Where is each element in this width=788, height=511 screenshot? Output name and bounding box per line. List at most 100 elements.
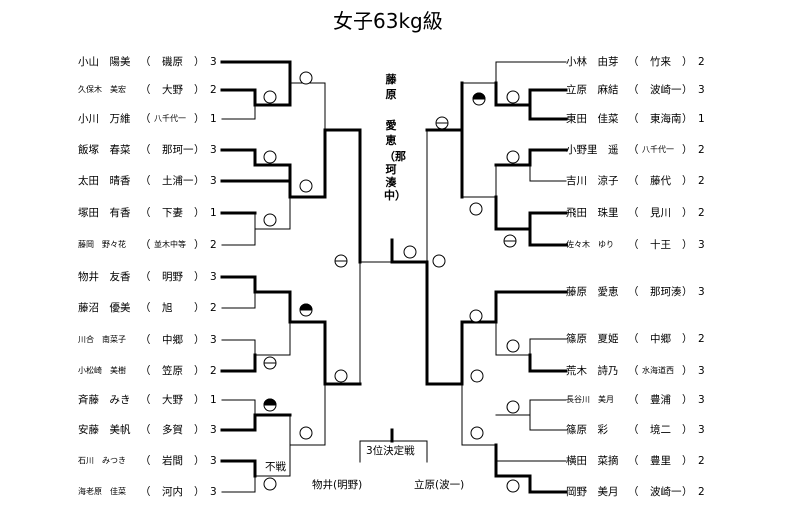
win-ippon-mark (263, 150, 277, 164)
player-score: 3 (210, 424, 217, 436)
player-score: 2 (210, 84, 217, 96)
club-open-paren: （ (140, 271, 151, 283)
player-name: 吉川 涼子 (566, 175, 619, 187)
player-score: 3 (698, 394, 705, 406)
club-close-paren: ） (682, 333, 693, 345)
club-open-paren: （ (140, 455, 151, 467)
club-open-paren: （ (628, 333, 639, 345)
player-score: 1 (210, 113, 217, 125)
player-name: 飛田 珠里 (566, 207, 619, 219)
player-name: 石川 みつき (78, 456, 126, 465)
club-close-paren: ） (194, 334, 205, 346)
club-close-paren: ） (682, 239, 693, 251)
club-open-paren: （ (140, 113, 151, 125)
player-score: 3 (698, 286, 705, 298)
club-close-paren: ） (194, 424, 205, 436)
club-open-paren: （ (628, 394, 639, 406)
player-name: 横田 菜摘 (566, 455, 619, 467)
club-close-paren: ） (194, 302, 205, 314)
player-club: 豊浦 (650, 394, 671, 406)
player-club: 水海道西 (642, 366, 674, 375)
win-ippon-mark (263, 213, 277, 227)
third-place-right: 立原(波一) (414, 479, 465, 491)
player-club: 大野 (162, 394, 183, 406)
club-open-paren: （ (140, 144, 151, 156)
forfeit-label: 不戦 (265, 461, 286, 473)
player-score: 3 (210, 175, 217, 187)
club-open-paren: （ (628, 113, 639, 125)
player-club: 下妻 (162, 207, 183, 219)
player-score: 1 (210, 207, 217, 219)
player-name: 太田 晴香 (78, 175, 131, 187)
win-ippon-mark (469, 309, 483, 323)
player-score: 2 (698, 207, 705, 219)
player-score: 3 (210, 486, 217, 498)
win-ippon-mark (506, 150, 520, 164)
champion-club: （那珂湊中） (384, 150, 406, 202)
win-ippon-mark (469, 202, 483, 216)
player-name: 小山 陽美 (78, 56, 131, 68)
player-name: 東田 佳菜 (566, 113, 619, 125)
champion-given: 愛恵 (385, 119, 397, 147)
club-open-paren: （ (140, 239, 151, 251)
player-club: 笠原 (162, 365, 183, 377)
club-close-paren: ） (194, 175, 205, 187)
player-club: 並木中等 (154, 240, 186, 249)
player-name: 海老原 佳菜 (78, 487, 126, 496)
player-club: 土浦一 (162, 175, 194, 187)
club-close-paren: ） (194, 394, 205, 406)
club-open-paren: （ (140, 486, 151, 498)
player-name: 篠原 夏姫 (566, 333, 619, 345)
club-open-paren: （ (140, 365, 151, 377)
player-club: 八千代一 (154, 114, 186, 123)
player-club: 河内 (162, 486, 183, 498)
club-open-paren: （ (140, 302, 151, 314)
club-close-paren: ） (194, 113, 205, 125)
win-ippon-mark (506, 400, 520, 414)
club-open-paren: （ (628, 424, 639, 436)
club-open-paren: （ (628, 56, 639, 68)
player-score: 2 (698, 486, 705, 498)
player-name: 長谷川 美月 (566, 395, 614, 404)
player-club: 磯原 (162, 56, 183, 68)
club-open-paren: （ (140, 207, 151, 219)
club-open-paren: （ (140, 56, 151, 68)
player-name: 藤原 愛恵 (566, 286, 619, 298)
win-half-fill (472, 92, 486, 100)
player-score: 3 (698, 239, 705, 251)
win-ippon-mark (506, 479, 520, 493)
player-score: 3 (698, 84, 705, 96)
player-club: 旭 (162, 302, 173, 314)
club-close-paren: ） (194, 56, 205, 68)
club-open-paren: （ (628, 144, 639, 156)
club-open-paren: （ (628, 365, 639, 377)
win-ippon-mark (263, 90, 277, 104)
win-ippon-mark (334, 369, 348, 383)
player-score: 2 (210, 365, 217, 377)
bracket-title: 女子63kg級 (333, 9, 443, 33)
club-close-paren: ） (682, 424, 693, 436)
player-club: 大野 (162, 84, 183, 96)
club-close-paren: ） (682, 144, 693, 156)
player-name: 久保木 美宏 (78, 85, 126, 94)
player-score: 2 (698, 56, 705, 68)
win-ippon-mark (263, 477, 277, 491)
player-score: 2 (698, 144, 705, 156)
club-open-paren: （ (140, 84, 151, 96)
win-ippon-mark (299, 179, 313, 193)
player-club: 豊里 (650, 455, 671, 467)
club-close-paren: ） (194, 271, 205, 283)
club-close-paren: ） (194, 455, 205, 467)
win-ippon-mark (432, 254, 446, 268)
club-open-paren: （ (140, 424, 151, 436)
player-score: 2 (210, 239, 217, 251)
club-open-paren: （ (628, 207, 639, 219)
player-score: 2 (210, 302, 217, 314)
player-score: 2 (698, 175, 705, 187)
player-club: 多賀 (162, 424, 183, 436)
player-name: 小川 万維 (78, 113, 131, 125)
player-club: 境二 (650, 424, 671, 436)
player-name: 物井 友香 (78, 271, 131, 283)
player-club: 那珂一 (162, 144, 194, 156)
